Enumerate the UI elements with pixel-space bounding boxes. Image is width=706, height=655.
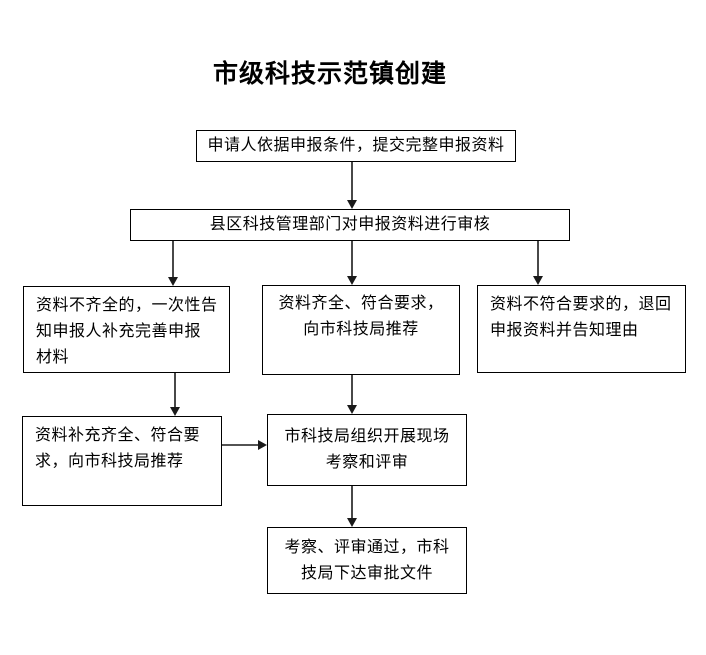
page-title: 市级科技示范镇创建 (212, 60, 447, 88)
arrow-submit-to-review (347, 162, 357, 209)
node-county-review: 县区科技管理部门对申报资料进行审核 (130, 209, 570, 241)
arrow-incomplete-to-supplemented (170, 373, 180, 416)
node-materials-supplemented: 资料补充齐全、符合要 求，向市科技局推荐 (22, 416, 222, 506)
node-site-inspection: 市科技局组织开展现场 考察和评审 (267, 414, 467, 486)
node-materials-rejected: 资料不符合要求的，退回 申报资料并告知理由 (477, 285, 686, 373)
arrow-complete-to-inspection (347, 375, 357, 414)
arrow-review-to-incomplete (168, 241, 178, 286)
arrow-inspection-to-approval (347, 486, 357, 527)
node-submit-application: 申请人依据申报条件，提交完整申报资料 (196, 130, 516, 162)
node-materials-complete: 资料齐全、符合要求， 向市科技局推荐 (262, 285, 460, 375)
arrow-review-to-complete (347, 241, 357, 285)
arrow-review-to-rejected (533, 241, 543, 285)
node-approval-document: 考察、评审通过，市科 技局下达审批文件 (267, 527, 467, 594)
arrow-supplemented-to-inspection (222, 440, 267, 450)
node-materials-incomplete: 资料不齐全的，一次性告 知申报人补充完善申报 材料 (23, 286, 230, 373)
